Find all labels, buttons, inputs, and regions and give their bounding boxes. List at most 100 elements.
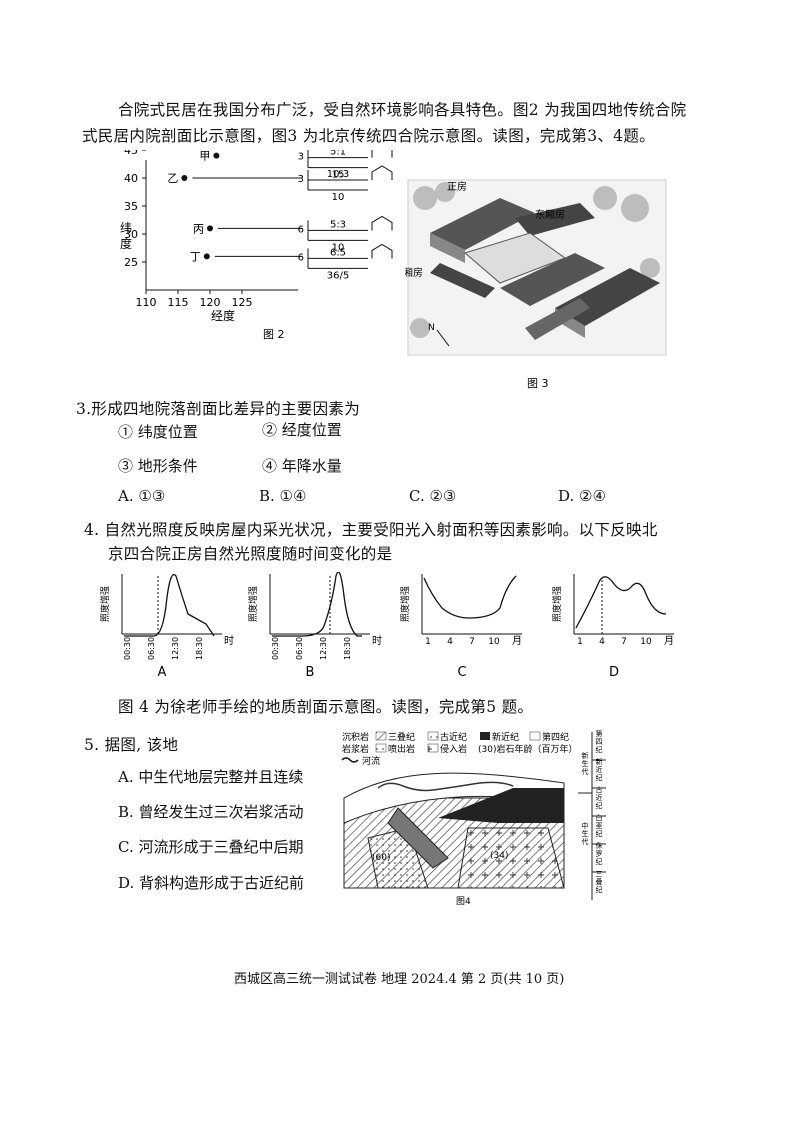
q3-option-d: D. ②④ bbox=[558, 487, 606, 505]
q4-month-tick: 7 bbox=[469, 637, 475, 647]
q4-curve bbox=[423, 575, 517, 619]
fig2-left-height: 3 bbox=[298, 174, 304, 185]
fig2-width: 10 bbox=[332, 242, 345, 253]
fig2-ytick: 25 bbox=[124, 256, 138, 269]
fig4-strata-column bbox=[578, 732, 606, 900]
fig4-legend-quaternary: 第四纪 bbox=[542, 731, 569, 743]
q4-option-label: B bbox=[306, 665, 315, 680]
fig2-ylabel: 纬度 bbox=[120, 221, 132, 251]
q5-stem: 5. 据图, 该地 bbox=[84, 736, 179, 754]
fig4-legend-river: 河流 bbox=[362, 755, 380, 767]
q4-time-unit: 时 bbox=[224, 635, 234, 647]
fig2-ytick: 35 bbox=[124, 200, 138, 213]
figure-3-siheyuan: 正房 东厢房 西厢房 N 图 3 bbox=[405, 179, 667, 390]
fig2-house-icon bbox=[371, 165, 393, 180]
fig4-legend-neogene: 新近纪 bbox=[492, 731, 519, 743]
fig2-xtick: 115 bbox=[168, 296, 189, 309]
fig2-house-icon bbox=[371, 215, 393, 231]
fig4-intro: 图 4 为徐老师手绘的地质剖面示意图。读图，完成第5 题。 bbox=[118, 698, 534, 716]
q4-curve bbox=[124, 574, 215, 637]
q4-curve bbox=[575, 576, 667, 629]
fig4-column-period: 古近纪 bbox=[596, 785, 603, 810]
q3-option-b: B. ①④ bbox=[259, 487, 307, 505]
fig2-left-height: 6 bbox=[298, 252, 304, 263]
q3-item-3: ③ 地形条件 bbox=[118, 457, 198, 475]
fig2-width: 36/5 bbox=[327, 270, 349, 281]
fig2-xtick: 110 bbox=[136, 296, 157, 309]
fig2-ratio: 6:5 bbox=[330, 247, 346, 258]
fig2-ytick: 30 bbox=[124, 228, 138, 241]
fig2-point-label: 丁 bbox=[190, 250, 201, 263]
fig3-north-arrow bbox=[436, 329, 450, 347]
q4-ylabel: 照度增强 bbox=[399, 586, 411, 622]
q4-curve bbox=[272, 572, 362, 637]
q5-option-a: A. 中生代地层完整并且连续 bbox=[118, 768, 304, 786]
fig4-age-60: (60) bbox=[372, 853, 390, 863]
fig3-label-west: 西厢房 bbox=[405, 266, 423, 279]
fig4-caption: 图4 bbox=[456, 896, 471, 907]
q3-item-1: ① 纬度位置 bbox=[118, 423, 198, 441]
q4-time-tick: 06:30 bbox=[295, 637, 304, 660]
q4-option-label: C bbox=[457, 665, 466, 680]
q5-option-b: B. 曾经发生过三次岩浆活动 bbox=[118, 803, 304, 821]
q4-time-tick: 18:30 bbox=[195, 637, 204, 660]
q4-time-tick: 12:30 bbox=[319, 637, 328, 660]
fig4-column-period: 三叠纪 bbox=[596, 870, 603, 894]
fig2-point-label: 甲 bbox=[199, 150, 210, 163]
fig4-column-period: 侏罗纪 bbox=[596, 841, 603, 866]
fig2-point-4: 丁 6 6:5 36/5 bbox=[190, 243, 393, 281]
fig2-house-icon bbox=[371, 150, 393, 158]
q4-month-tick: 10 bbox=[640, 637, 652, 647]
fig4-section bbox=[343, 772, 565, 889]
fig4-legend-paleogene: 古近纪 bbox=[440, 731, 467, 743]
fig2-caption: 图 2 bbox=[263, 328, 285, 341]
fig4-river-symbol bbox=[341, 757, 359, 763]
q4-month-tick: 7 bbox=[621, 637, 627, 647]
q4-option-label: D bbox=[609, 665, 619, 680]
fig2-left-height: 3 bbox=[298, 152, 304, 163]
fig3-south-roof bbox=[500, 253, 605, 306]
q4-month-tick: 10 bbox=[488, 637, 500, 647]
fig4-legend-sedimentary: 沉积岩 bbox=[342, 731, 369, 743]
fig4-legend-intrusive: 侵入岩 bbox=[440, 743, 467, 755]
fig3-caption: 图 3 bbox=[527, 377, 549, 390]
page-footer: 西城区高三统一测试试卷 地理 2024.4 第 2 页(共 10 页) bbox=[234, 972, 565, 987]
q4-time-tick: 18:30 bbox=[343, 637, 352, 660]
q4-stem-line1: 4. 自然光照度反映房屋内采光状况，主要受阳光入射面积等因素影响。以下反映北 bbox=[84, 521, 658, 539]
intro-line1: 合院式民居在我国分布广泛，受自然环境影响各具特色。图2 为我国四地传统合院 bbox=[118, 101, 687, 119]
q4-ylabel: 照度增强 bbox=[247, 586, 259, 622]
fig4-legend-extrusive: 喷出岩 bbox=[388, 743, 415, 755]
q4-time-tick: 06:30 bbox=[147, 637, 156, 660]
fig4-legend-igneous: 岩浆岩 bbox=[342, 743, 369, 755]
fig2-left-height: 6 bbox=[298, 224, 304, 235]
fig4-age-34: (34) bbox=[490, 851, 508, 861]
fig4-legend-triassic: 三叠纪 bbox=[388, 731, 415, 743]
q4-time-tick: 00:30 bbox=[123, 637, 132, 660]
fig3-east-roof bbox=[515, 203, 595, 236]
fig3-label-east: 东厢房 bbox=[535, 208, 565, 221]
fig4-column-period: 第四纪 bbox=[596, 729, 603, 754]
q4-month-tick: 4 bbox=[599, 637, 605, 647]
q3-item-4: ④ 年降水量 bbox=[262, 457, 342, 475]
fig4-column-period: 白垩纪 bbox=[596, 813, 603, 838]
q3-option-a: A. ①③ bbox=[118, 487, 166, 505]
fig2-xtick: 125 bbox=[232, 296, 253, 309]
q4-stem-line2: 京四合院正房自然光照度随时间变化的是 bbox=[108, 545, 393, 563]
q3-option-c: C. ②③ bbox=[409, 487, 457, 505]
fig2-width: 10 bbox=[332, 192, 345, 203]
fig3-label-main: 正房 bbox=[447, 180, 467, 193]
fig2-xlabel: 经度 bbox=[211, 308, 235, 323]
q3-stem: 3.形成四地院落剖面比差异的主要因素为 bbox=[76, 400, 360, 418]
fig2-ratio: 5:3 bbox=[330, 219, 346, 230]
q5-option-d: D. 背斜构造形成于古近纪前 bbox=[118, 874, 305, 892]
fig2-house-icon bbox=[371, 243, 393, 259]
fig4-column-era: 中生代 bbox=[582, 821, 589, 846]
